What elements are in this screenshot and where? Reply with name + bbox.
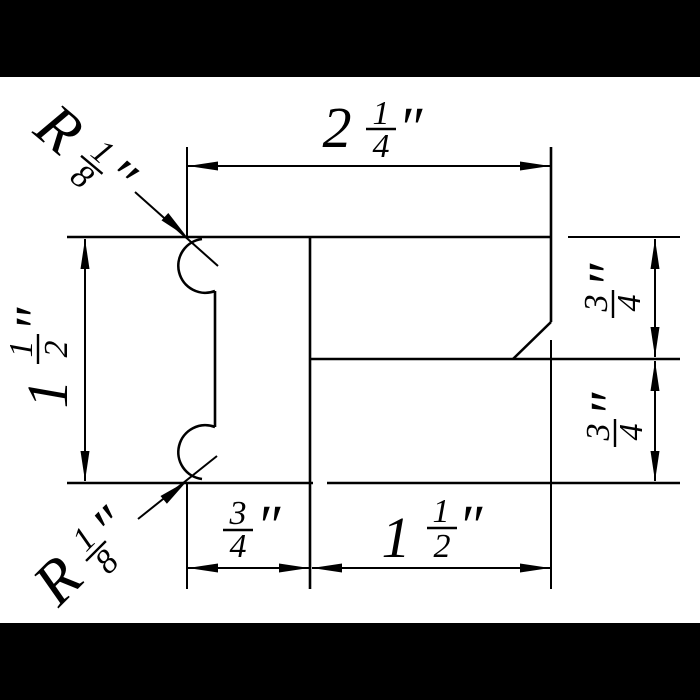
dim-top-width: 2 1 4 ″: [323, 95, 424, 165]
dim-numerator: 3: [580, 424, 617, 442]
part-bead-arc-top: [177, 237, 216, 295]
dim-denominator: 4: [613, 424, 650, 441]
radius-callout-top: R 1 8 ″: [22, 91, 149, 211]
dim-numerator: 1: [3, 341, 40, 358]
letterbox-bar-top: [0, 0, 700, 77]
dim-denominator: 4: [611, 295, 648, 312]
dim-right-lower-thickness: 3 4 ″: [578, 392, 650, 447]
arrowhead: [520, 563, 550, 573]
dim-unit: ″: [578, 392, 643, 417]
fraction-bar: [85, 540, 107, 562]
dim-whole: 1: [382, 505, 411, 570]
arrowhead: [188, 563, 218, 573]
dim-whole: 1: [15, 380, 80, 409]
part-bead-arc-bottom: [177, 423, 216, 481]
arrowhead: [188, 161, 218, 171]
dim-unit: ″: [3, 307, 68, 332]
part-chamfer: [512, 321, 552, 360]
dim-unit: ″: [398, 95, 423, 160]
arrowhead: [161, 213, 187, 237]
arrowhead: [160, 481, 187, 504]
fraction-bar: [80, 154, 104, 175]
dim-numerator: 1: [433, 493, 450, 530]
dim-denominator: 2: [434, 528, 451, 565]
dim-unit: ″: [256, 493, 281, 558]
arrowhead: [650, 361, 660, 391]
dim-whole: 2: [323, 95, 352, 160]
arrowhead: [279, 563, 309, 573]
radius-prefix: R: [22, 91, 95, 168]
arrowhead: [650, 327, 660, 357]
dim-unit: ″: [458, 493, 483, 558]
dim-numerator: 3: [229, 495, 247, 532]
dim-denominator: 4: [230, 528, 247, 565]
dim-numerator: 1: [373, 95, 390, 132]
radius-prefix: R: [20, 543, 96, 619]
arrowhead: [80, 239, 90, 269]
arrowhead: [650, 239, 660, 269]
radius-callout-bottom: R 1 8 ″: [20, 494, 143, 619]
arrowhead: [650, 451, 660, 481]
dim-numerator: 3: [578, 295, 615, 313]
arrowhead: [312, 563, 342, 573]
dim-right-upper-thickness: 3 4 ″: [576, 263, 648, 318]
dim-left-height: 1 1 2 ″: [3, 307, 80, 409]
dim-bottom-left-width: 3 4 ″: [223, 493, 281, 565]
arrowhead: [80, 451, 90, 481]
arrowhead: [520, 161, 550, 171]
dim-denominator: 4: [373, 128, 390, 165]
letterbox-bar-bottom: [0, 623, 700, 700]
dim-unit: ″: [576, 263, 641, 288]
dim-bottom-right-width: 1 1 2 ″: [382, 493, 484, 570]
dim-denominator: 2: [38, 341, 75, 358]
